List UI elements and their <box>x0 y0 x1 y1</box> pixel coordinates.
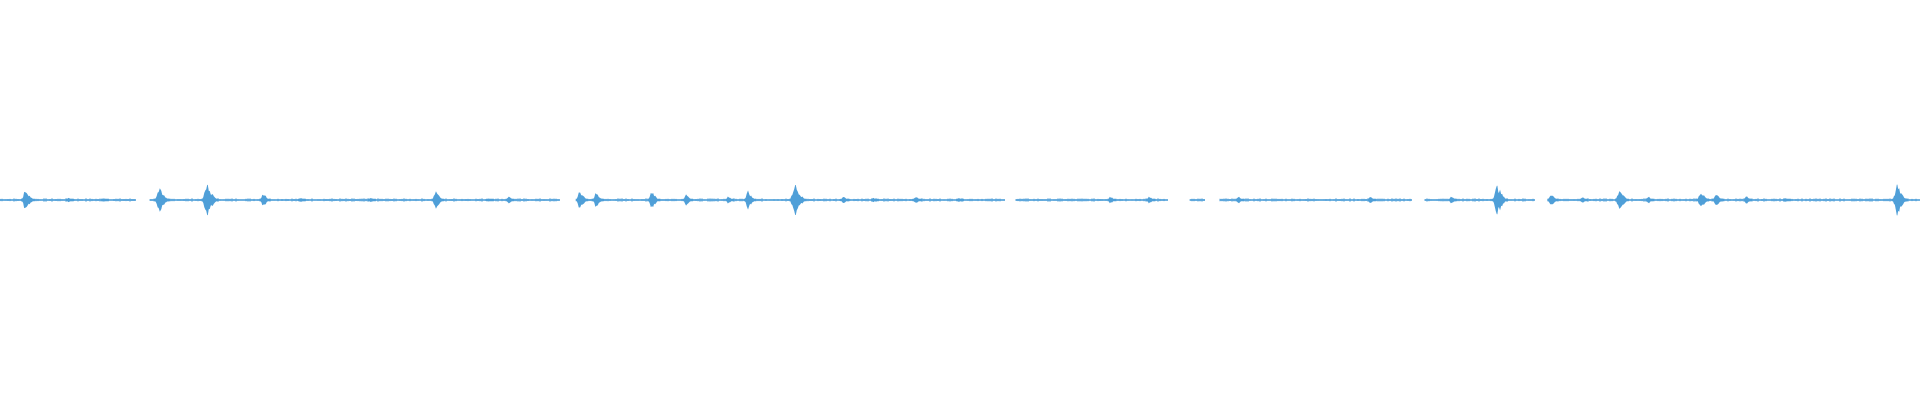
waveform-burst-11 <box>575 192 589 208</box>
waveform-burst-10 <box>505 196 515 204</box>
waveform-burst-0 <box>21 191 35 209</box>
waveform-burst-26 <box>1448 196 1458 204</box>
waveform-burst-3 <box>154 188 170 212</box>
waveform-burst-7 <box>368 198 376 202</box>
waveform-burst-30 <box>1615 191 1629 209</box>
waveform-burst-25 <box>1367 197 1377 203</box>
waveform-burst-1 <box>66 197 74 203</box>
waveform-burst-31 <box>1645 196 1655 204</box>
waveform-baseline-segment-6 <box>1425 199 1535 201</box>
waveform-burst-33 <box>1712 195 1724 205</box>
waveform-burst-29 <box>1579 197 1589 203</box>
waveform-burst-27 <box>1491 185 1509 215</box>
waveform-burst-32 <box>1696 193 1710 207</box>
waveform-burst-16 <box>743 190 757 210</box>
waveform-burst-19 <box>871 197 879 203</box>
waveform-burst-23 <box>1146 196 1156 204</box>
waveform-baseline-segment-7 <box>1550 199 1920 201</box>
waveform-baseline-segment-1 <box>150 199 560 201</box>
waveform-burst-8 <box>431 191 445 209</box>
waveform-burst-35 <box>1783 198 1791 202</box>
waveform-burst-34 <box>1743 196 1753 204</box>
waveform-burst-22 <box>1107 196 1117 204</box>
waveform-burst-2 <box>101 198 109 202</box>
waveform-burst-5 <box>259 194 271 206</box>
waveform-burst-28 <box>1547 195 1559 205</box>
waveform-burst-18 <box>840 196 850 204</box>
waveform-burst-15 <box>725 196 735 204</box>
waveform-burst-4 <box>201 184 219 216</box>
waveform-burst-14 <box>682 194 694 206</box>
waveform-burst-36 <box>1891 184 1909 216</box>
waveform-burst-13 <box>647 192 661 208</box>
waveform-burst-6 <box>298 198 306 202</box>
waveform-burst-12 <box>592 193 604 207</box>
waveform-burst-21 <box>956 198 964 202</box>
waveform-burst-20 <box>912 197 922 203</box>
waveform-plot <box>0 184 1920 216</box>
waveform-burst-24 <box>1235 196 1245 204</box>
waveform-burst-9 <box>486 198 494 202</box>
waveform-burst-17 <box>789 185 807 215</box>
